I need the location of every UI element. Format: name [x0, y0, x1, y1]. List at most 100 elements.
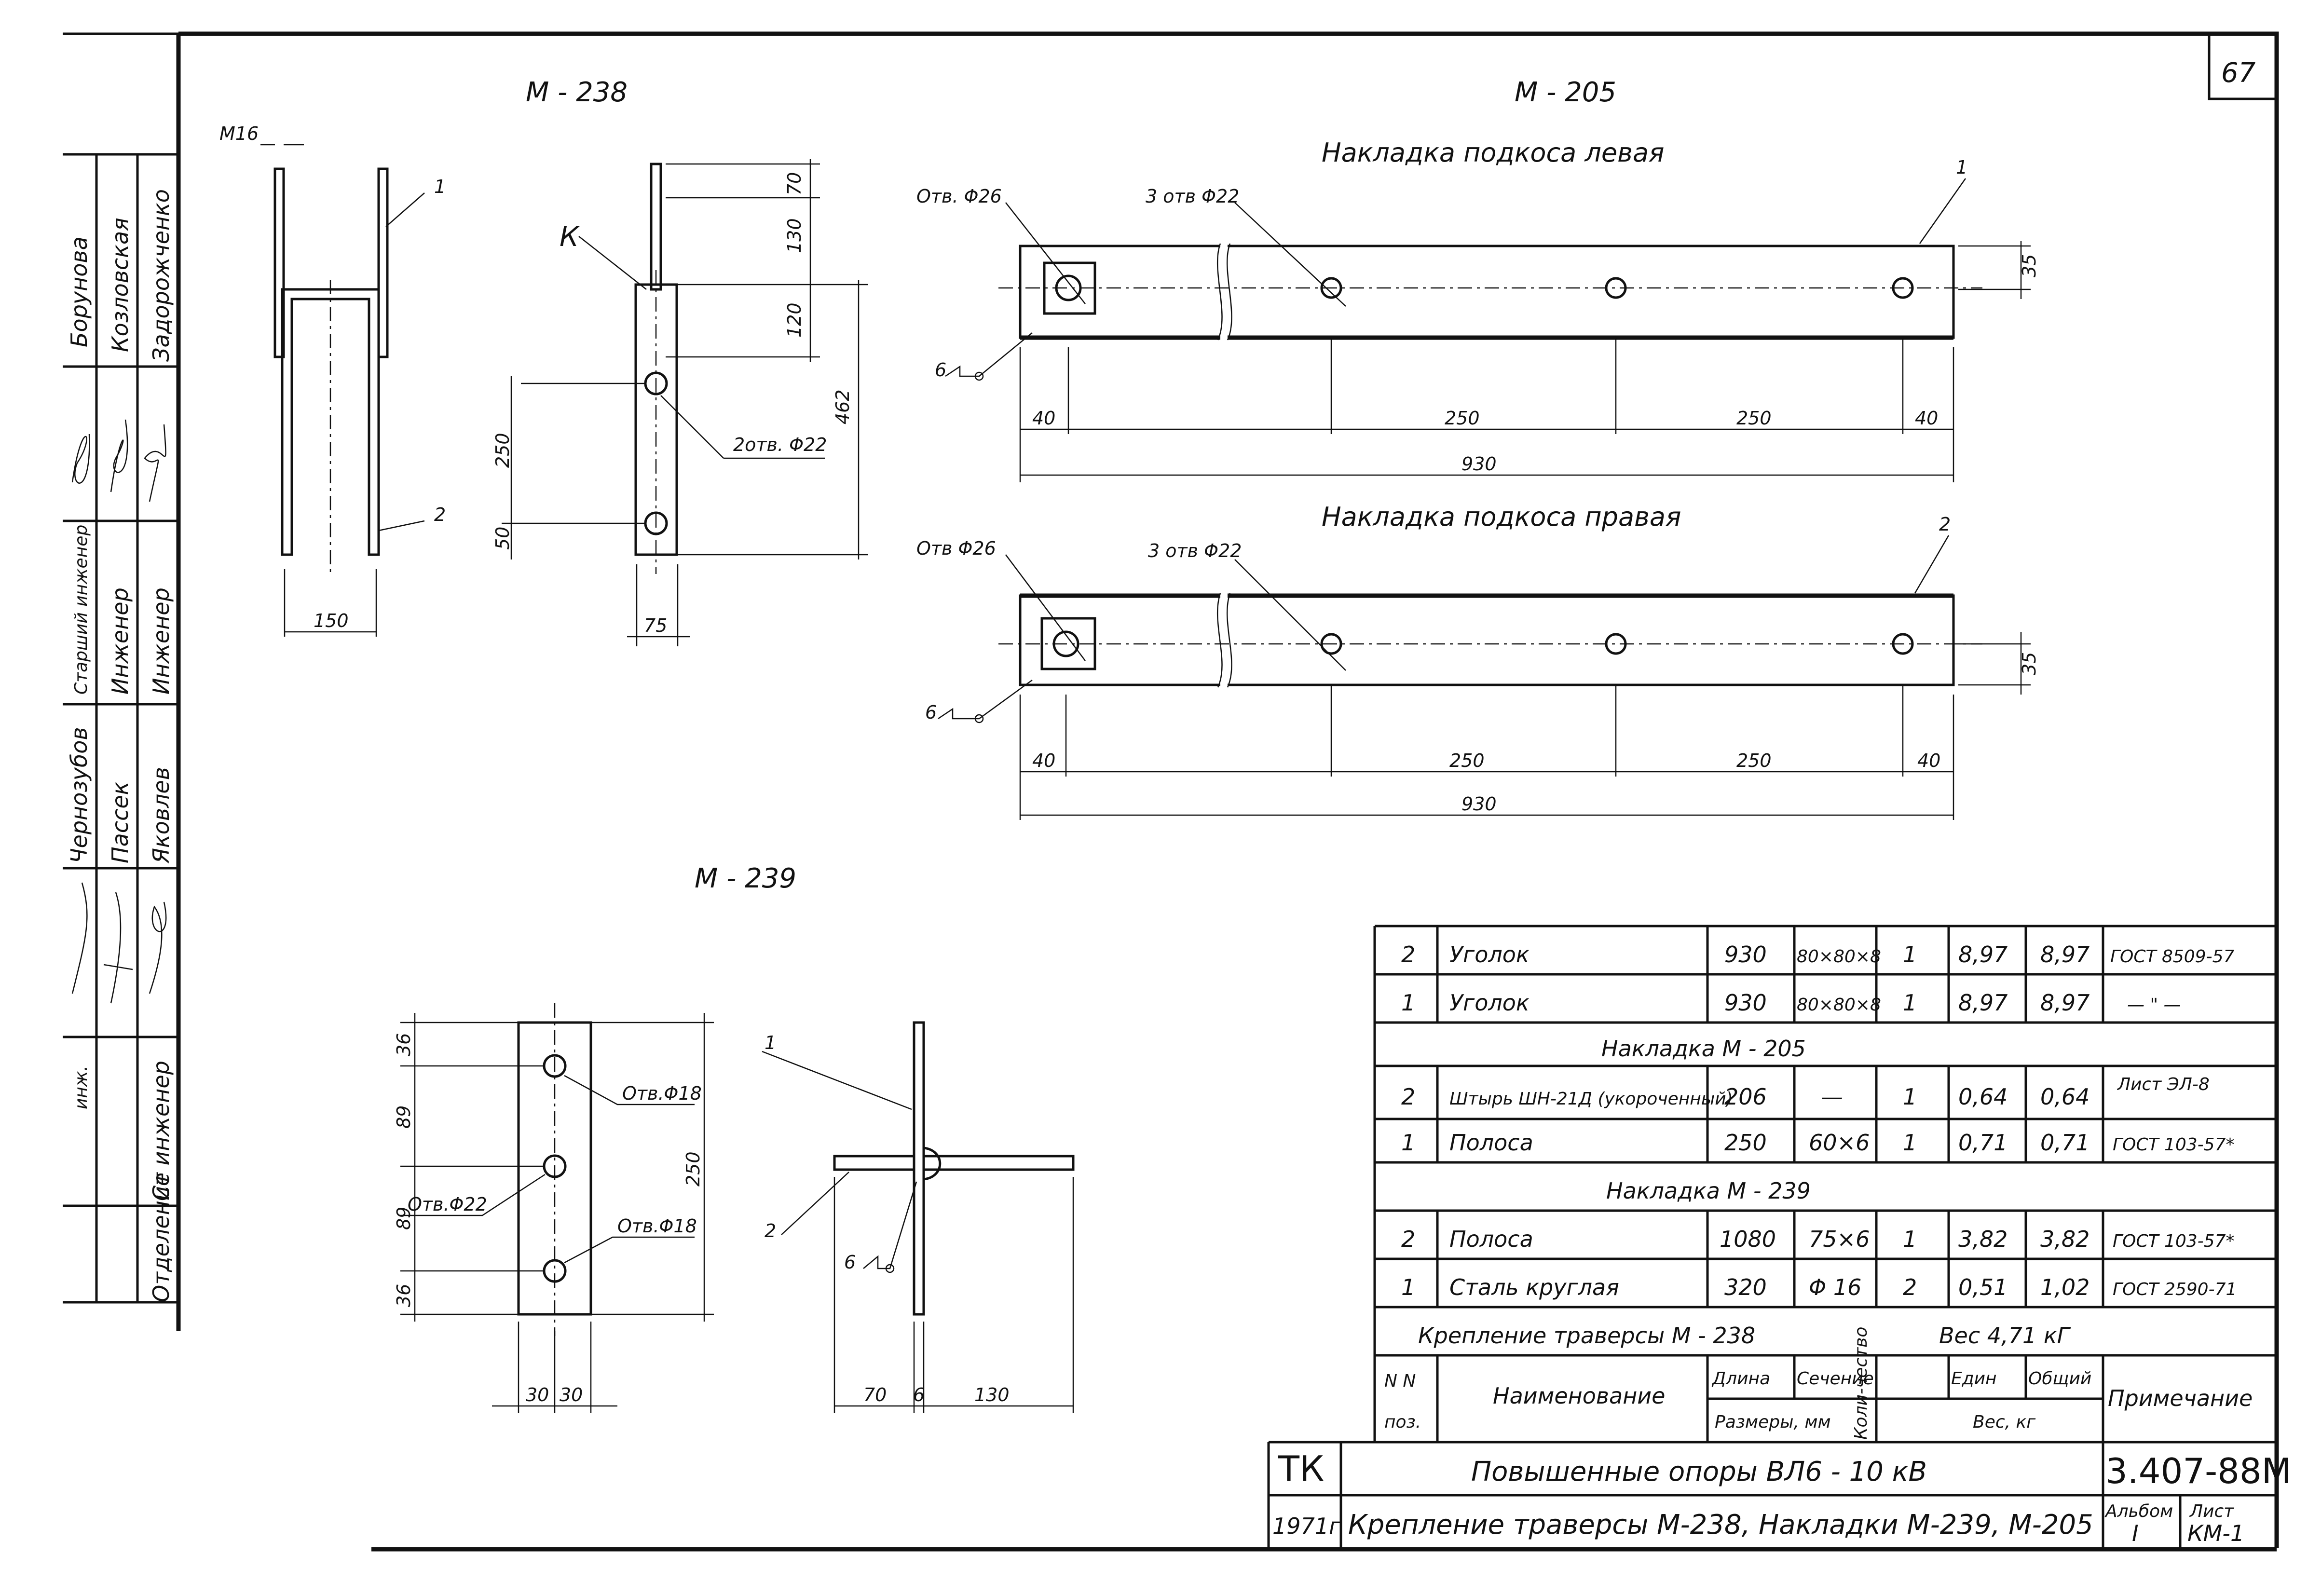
spec-header-name: Наименование	[1493, 1383, 1665, 1409]
m239-hole18a: Отв.Φ18	[622, 1083, 702, 1104]
spec-row-1: 2 Уголок 930 80×80×8 1 8,97 8,97 ГОСТ 85…	[1401, 941, 2234, 968]
m238-hole-label: 2отв. Φ22	[733, 434, 827, 455]
spec-cell-unit: 8,97	[1958, 990, 2008, 1016]
m239-dim-30a: 30	[526, 1384, 549, 1405]
m205-right-plate: Накладка подкоса правая Отв Φ26 3 отв Φ2…	[916, 502, 2040, 820]
view-m205: М - 205 Накладка подкоса левая Отв. Φ26 …	[916, 77, 2040, 820]
m205-right-dim-930: 930	[1461, 793, 1497, 815]
spec-header-total: Общий	[2028, 1369, 2091, 1389]
spec-header: N N поз. Наименование Длина Сечение Разм…	[1384, 1327, 2253, 1440]
title-year: 1971г	[1272, 1513, 1341, 1539]
signature-4	[71, 882, 88, 994]
m205-left-holes-small: 3 отв Φ22	[1146, 186, 1239, 207]
title-album-label: Альбом	[2104, 1501, 2173, 1521]
m205-left-dim-930: 930	[1461, 453, 1497, 475]
spec-row-4: 1 Полоса 250 60×6 1 0,71 0,71 ГОСТ 103-5…	[1401, 1130, 2234, 1156]
m205-left-title: Накладка подкоса левая	[1322, 137, 1665, 168]
m239-plate-front: 36 89 89 36 250 30 30 Отв.Φ18 Отв.Φ22 От…	[393, 1003, 714, 1413]
spec-cell-note: Лист ЭЛ-8	[2117, 1075, 2210, 1094]
m205-right-dim-40a: 40	[1032, 750, 1055, 771]
spec-cell-unit: 0,71	[1958, 1130, 2008, 1156]
stamp-role-engineer-2: Инженер	[148, 587, 174, 695]
m238-dim-462: 462	[832, 389, 853, 424]
m238-bolt-label: М16	[219, 123, 259, 144]
spec-cell-pos: 2	[1401, 1084, 1415, 1110]
signature-5	[103, 892, 133, 1004]
spec-header-sizes: Размеры, мм	[1715, 1412, 1831, 1432]
m239-hole18b: Отв.Φ18	[617, 1215, 697, 1237]
m239-hole22: Отв.Φ22	[408, 1194, 487, 1215]
m238-dim-70: 70	[784, 172, 805, 195]
title-block: ТК Повышенные опоры ВЛ6 - 10 кВ 3.407-88…	[1267, 1442, 2292, 1549]
signature-6	[149, 901, 167, 994]
spec-cell-len: 206	[1724, 1084, 1767, 1110]
spec-cell-section: 80×80×8	[1797, 947, 1881, 967]
spec-cell-len: 250	[1724, 1130, 1767, 1156]
spec-cell-section: 75×6	[1809, 1226, 1870, 1252]
m205-right-holes-small: 3 отв Φ22	[1148, 540, 1242, 561]
stamp-role-engineer-1: Инженер	[107, 587, 133, 695]
sheet-border	[178, 31, 2279, 1548]
spec-row-6: 1 Сталь круглая 320 Φ 16 2 0,51 1,02 ГОС…	[1401, 1274, 2237, 1300]
stamp-label-otdelenie: Отделение	[148, 1173, 174, 1302]
spec-cell-total: 0,71	[2040, 1130, 2089, 1156]
m239-dim-89a: 89	[393, 1105, 414, 1129]
m205-right-pos: 2	[1939, 514, 1951, 535]
m205-left-dim-35: 35	[2019, 254, 2040, 277]
m205-left-dim-250b: 250	[1736, 408, 1772, 429]
m239-side: 1 2 6 70 6 130	[762, 1021, 1075, 1413]
spec-cell-name: Полоса	[1449, 1130, 1533, 1156]
stamp-name-chernozubov: Чернозубов	[66, 727, 92, 863]
spec-cell-total: 8,97	[2040, 941, 2089, 968]
stamp-label-st-inzhener: Ст инженер	[148, 1061, 174, 1201]
spec-header-len: Длина	[1711, 1369, 1770, 1389]
title-org: ТК	[1278, 1448, 1324, 1489]
m238-dim-120: 120	[784, 302, 805, 338]
m238-pos1: 1	[434, 176, 446, 197]
spec-cell-unit: 0,51	[1958, 1274, 2008, 1300]
spec-cell-total: 1,02	[2040, 1274, 2089, 1300]
spec-cell-len: 320	[1724, 1274, 1767, 1300]
m239-dim-30b: 30	[560, 1384, 583, 1405]
m205-left-hole-big: Отв. Φ26	[916, 186, 1002, 207]
spec-cell-total: 8,97	[2040, 990, 2089, 1016]
m205-left-dim-40a: 40	[1032, 408, 1055, 429]
title-list-value: КМ-1	[2187, 1520, 2244, 1546]
spec-table: 2 Уголок 930 80×80×8 1 8,97 8,97 ГОСТ 85…	[1269, 925, 2277, 1497]
spec-cell-name: Полоса	[1449, 1226, 1533, 1252]
stamp-name-yakovlev: Яковлев	[148, 767, 174, 864]
spec-cell-section: 80×80×8	[1797, 995, 1881, 1015]
spec-cell-name: Сталь круглая	[1449, 1274, 1619, 1300]
m239-dim-130: 130	[974, 1384, 1010, 1405]
m205-right-dim-250b: 250	[1736, 750, 1772, 771]
spec-cell-pos: 2	[1401, 1226, 1415, 1252]
m205-title: М - 205	[1515, 77, 1616, 108]
spec-header-note: Примечание	[2108, 1385, 2253, 1411]
spec-group-m238-weight: Вес 4,71 кГ	[1939, 1323, 2071, 1349]
m205-right-dim-40b: 40	[1917, 750, 1940, 771]
stamp-role-senior: Старший инженер	[71, 525, 91, 695]
spec-header-section: Сечение	[1797, 1369, 1874, 1389]
title-code: 3.407-88М	[2105, 1451, 2292, 1491]
spec-cell-qty: 1	[1903, 1084, 1917, 1110]
stamp-name-zadorozhchenko: Задорожченко	[148, 189, 174, 362]
m239-pos2: 2	[765, 1220, 776, 1241]
spec-cell-total: 0,64	[2040, 1084, 2089, 1110]
m205-left-weld: 6	[935, 359, 946, 381]
signature-2	[110, 419, 128, 492]
m239-dim-36b: 36	[393, 1284, 414, 1307]
m239-weld: 6	[844, 1252, 856, 1273]
signature-3	[144, 424, 166, 502]
spec-header-qty: Коли-чество	[1851, 1327, 1871, 1440]
spec-row-5: 2 Полоса 1080 75×6 1 3,82 3,82 ГОСТ 103-…	[1401, 1226, 2234, 1252]
m205-right-dim-35: 35	[2019, 652, 2040, 675]
spec-cell-qty: 1	[1903, 1226, 1917, 1252]
side-stamp: Борунова Козловская Задорожченко Старший…	[63, 153, 178, 1304]
spec-cell-name: Уголок	[1449, 990, 1530, 1016]
title-album-value: I	[2132, 1520, 2139, 1546]
m239-dim-70: 70	[863, 1384, 887, 1405]
spec-cell-pos: 2	[1401, 941, 1415, 968]
spec-cell-pos: 1	[1401, 1130, 1415, 1156]
stamp-label-inzh: инж.	[71, 1065, 91, 1109]
spec-group-m239: Накладка М - 239	[1606, 1178, 1811, 1204]
